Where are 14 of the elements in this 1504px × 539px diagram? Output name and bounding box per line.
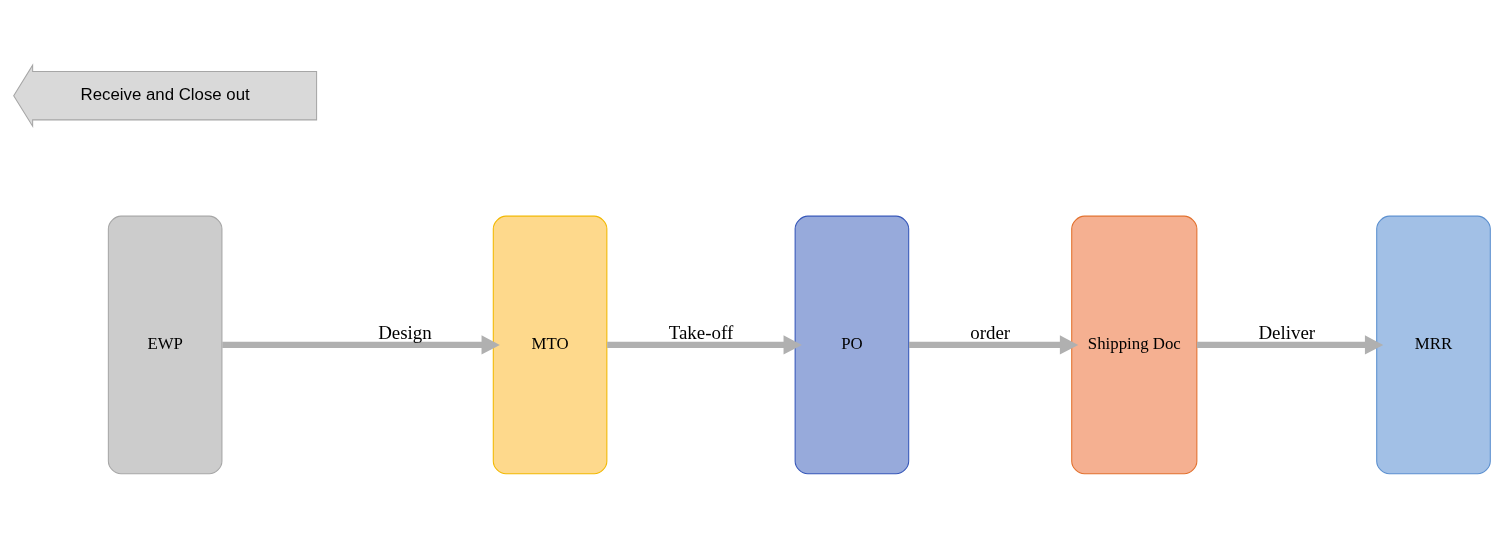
node-box: MRR [1376, 215, 1491, 475]
arrow [909, 335, 1079, 355]
arrow [607, 335, 802, 355]
node-box: Shipping Doc [1071, 215, 1198, 475]
arrow [222, 335, 500, 355]
node-box: MTO [492, 215, 608, 475]
edge-label: order [970, 322, 1011, 344]
edge-label: Take-off [668, 322, 734, 344]
edge-label: Design [378, 322, 432, 344]
edge-label: Deliver [1258, 322, 1316, 344]
arrow [1196, 335, 1384, 355]
node-box: PO [794, 215, 910, 475]
node-box: EWP [107, 215, 223, 475]
label: Receive and Close out [80, 84, 250, 104]
